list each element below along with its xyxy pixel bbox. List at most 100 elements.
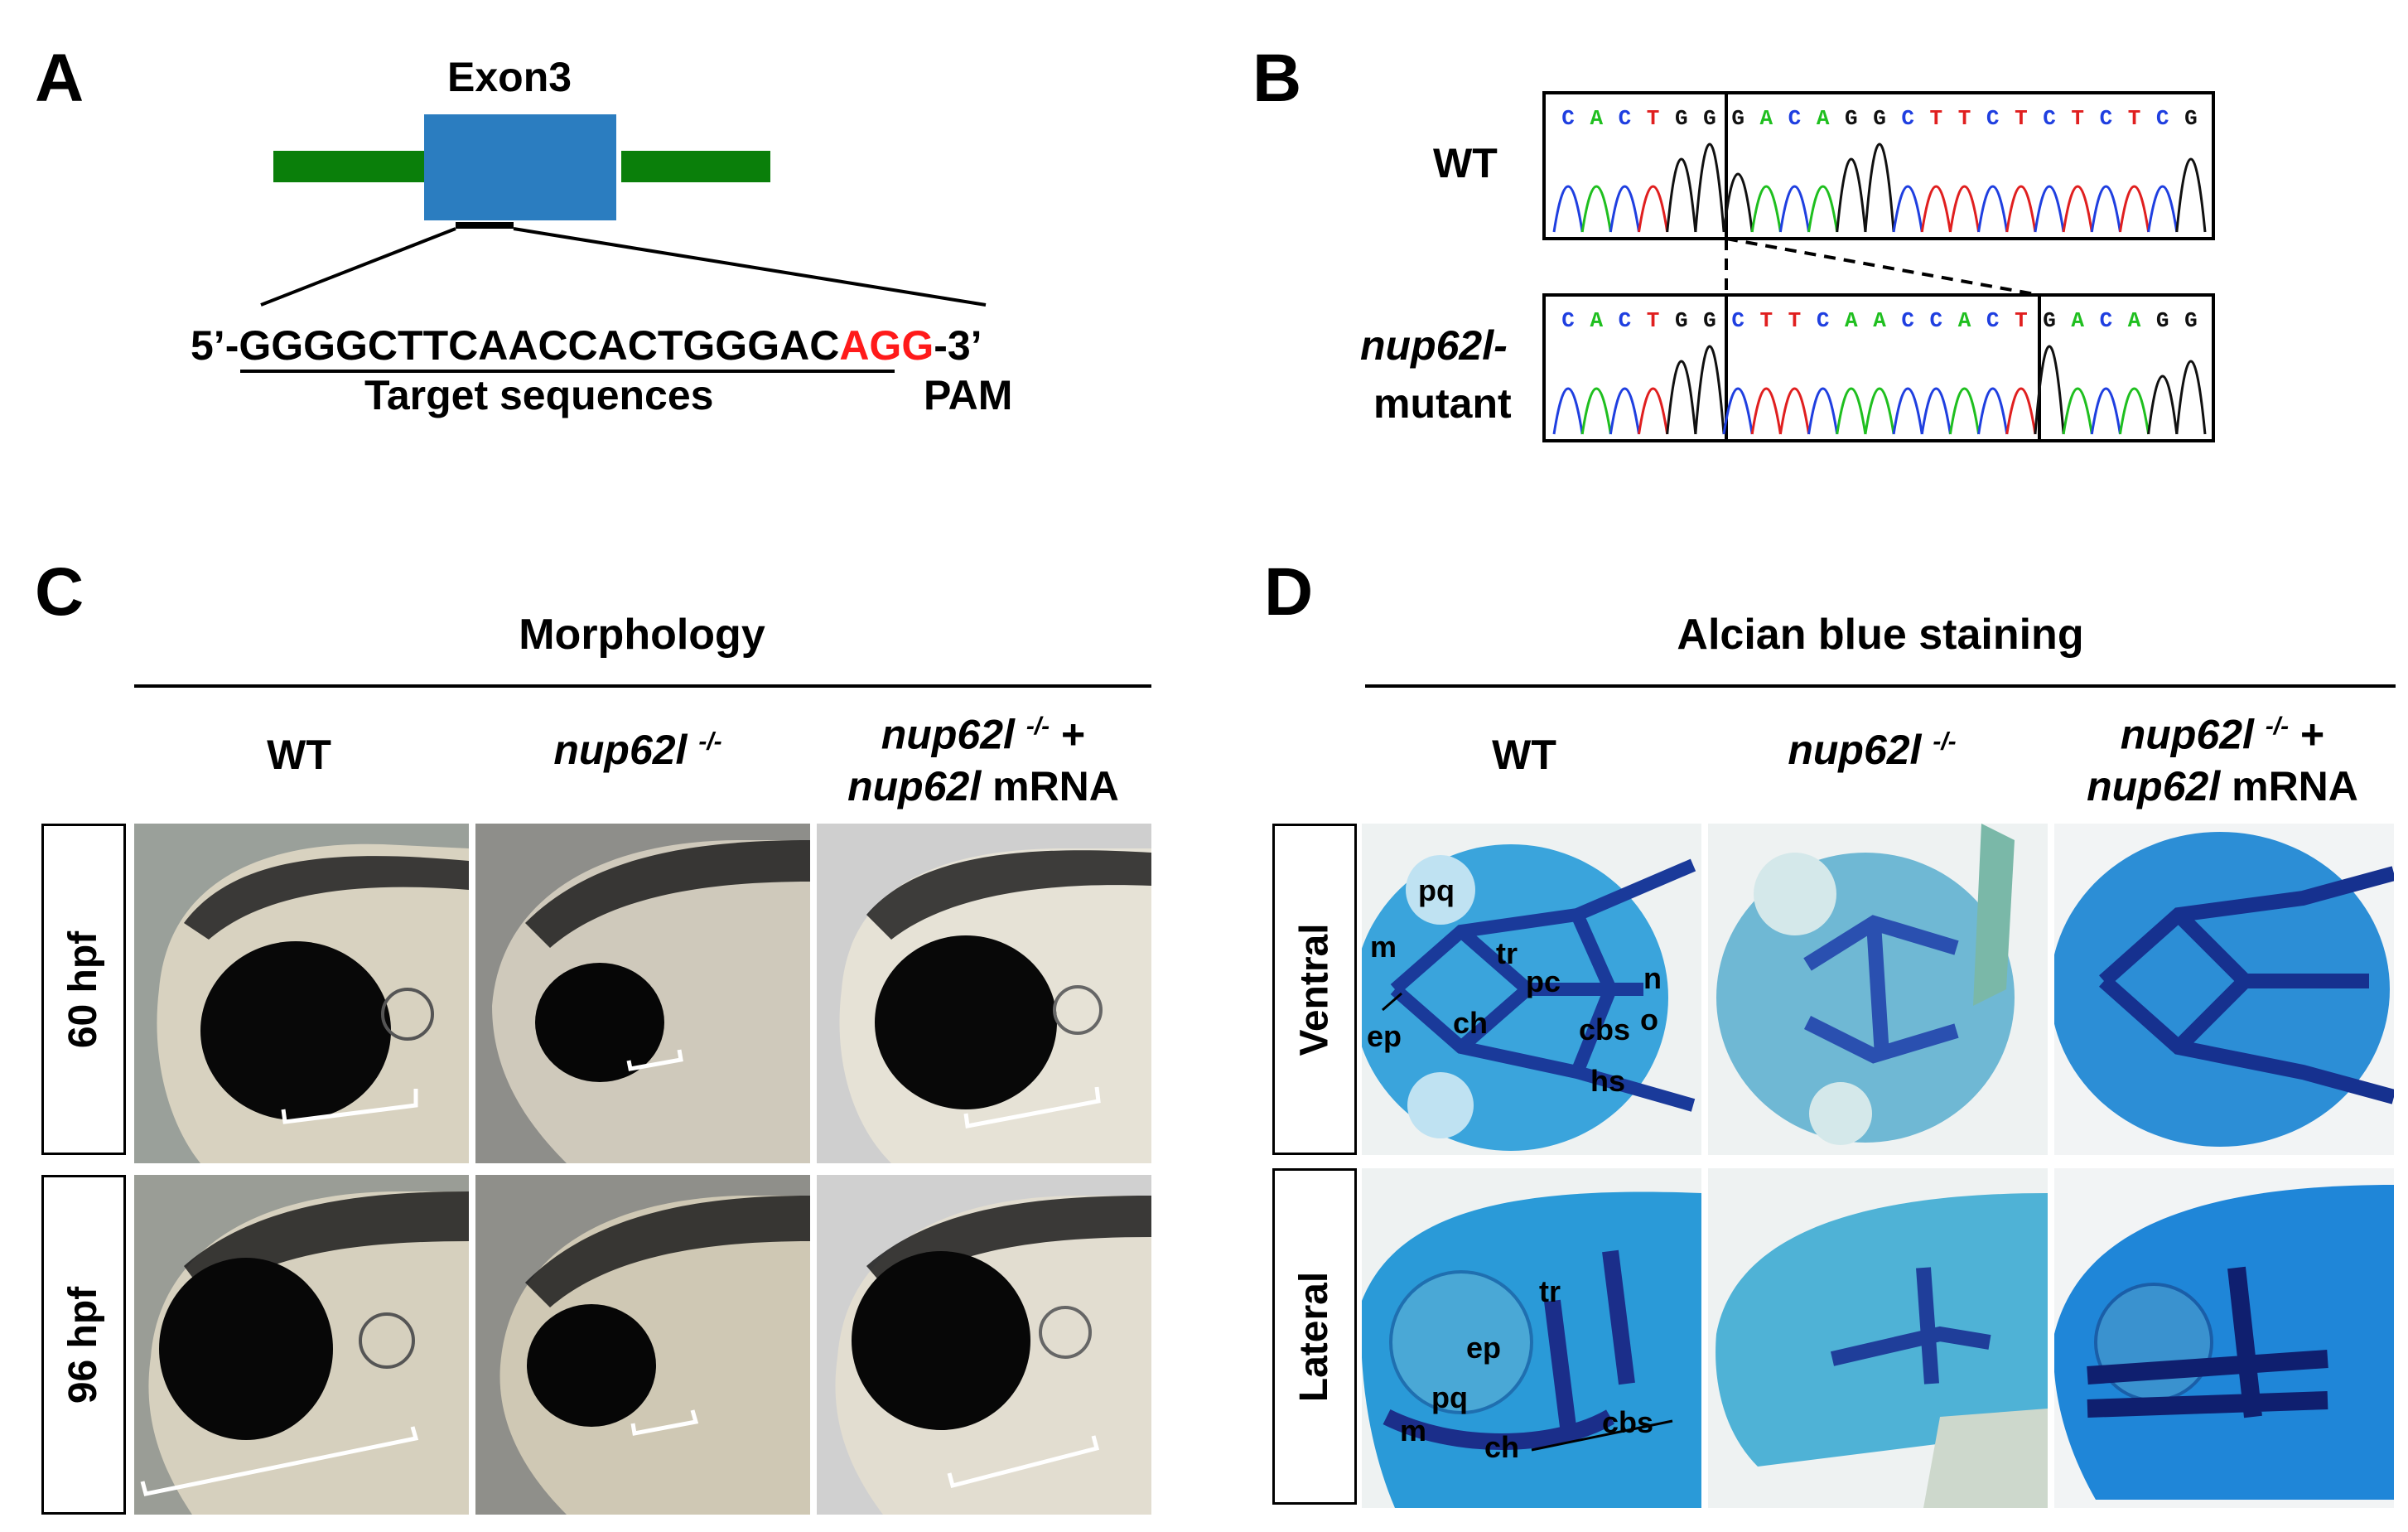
larva-rescue-96hpf <box>817 1175 1151 1515</box>
intron-left <box>273 151 439 182</box>
larva-wt-60hpf <box>134 824 469 1163</box>
wt-peak-3 <box>1638 185 1669 233</box>
morphology-header: Morphology <box>519 611 765 659</box>
mut-base-8: T <box>1788 308 1802 333</box>
mut-base-0: C <box>1561 308 1575 333</box>
mut-peak-21 <box>2147 375 2179 435</box>
wt-base-14: T <box>1958 106 1971 131</box>
wt-base-2: C <box>1619 106 1632 131</box>
mut-peak-5 <box>1694 345 1725 435</box>
mut-base-18: A <box>2071 308 2084 333</box>
alcian-mutant-ventral <box>1708 824 2048 1155</box>
mut-peak-18 <box>2062 387 2093 435</box>
mut-peak-19 <box>2090 387 2121 435</box>
mutant-label-line1: nup62l- <box>1360 322 1508 369</box>
wt-base-22: G <box>2184 106 2198 131</box>
mut-peak-2 <box>1609 387 1641 435</box>
lat-label-pq: pq <box>1431 1380 1468 1414</box>
wt-base-1: A <box>1590 106 1603 131</box>
wt-base-18: T <box>2071 106 2084 131</box>
label-ch: ch <box>1453 1006 1489 1040</box>
wt-base-11: G <box>1873 106 1886 131</box>
wt-peak-10 <box>1836 157 1867 233</box>
wt-peak-15 <box>1977 185 2009 233</box>
wt-base-19: C <box>2100 106 2113 131</box>
d-col-rescue: nup62l -/- +nup62l mRNA <box>2087 711 2358 809</box>
gene-diagram <box>260 114 987 307</box>
exon-label: Exon3 <box>447 54 572 100</box>
lat-label-tr: tr <box>1539 1274 1561 1308</box>
mut-peak-7 <box>1750 387 1782 435</box>
alcian-header-rule <box>1365 684 2396 688</box>
c-col-wt: WT <box>267 732 331 778</box>
mut-peak-17 <box>2034 345 2065 435</box>
mut-peak-13 <box>1920 387 1952 435</box>
wt-base-4: G <box>1675 106 1688 131</box>
mut-peak-15 <box>1977 387 2009 435</box>
row-label-60hpf: 60 hpf <box>41 824 126 1155</box>
label-m: m <box>1370 930 1397 964</box>
wt-base-8: C <box>1788 106 1802 131</box>
lat-label-m: m <box>1400 1414 1427 1447</box>
d-col-wt: WT <box>1492 732 1556 778</box>
wt-base-13: T <box>1930 106 1943 131</box>
larva-mutant-60hpf <box>475 824 810 1163</box>
label-ep: ep <box>1367 1019 1402 1053</box>
deletion-dashed-lines <box>1725 239 2040 297</box>
mut-peak-0 <box>1552 387 1584 435</box>
wt-peak-7 <box>1750 185 1782 233</box>
target-label: Target sequences <box>364 372 714 418</box>
mut-base-1: A <box>1590 308 1603 333</box>
mut-base-14: A <box>1958 308 1971 333</box>
mut-base-12: C <box>1901 308 1914 333</box>
mut-peak-22 <box>2175 360 2207 435</box>
seq-prefix: 5’- <box>191 322 239 369</box>
mut-peak-6 <box>1722 387 1754 435</box>
wt-peak-4 <box>1666 157 1697 233</box>
label-pc: pc <box>1526 964 1561 998</box>
wt-base-12: C <box>1901 106 1914 131</box>
mut-base-15: C <box>1986 308 2000 333</box>
mut-base-5: G <box>1703 308 1716 333</box>
c-col-rescue: nup62l -/- +nup62l mRNA <box>847 711 1119 809</box>
exon-box <box>424 114 616 220</box>
row-label-96hpf: 96 hpf <box>41 1175 126 1515</box>
seq-suffix: -3’ <box>934 322 982 369</box>
mut-base-21: G <box>2156 308 2169 333</box>
alcian-header: Alcian blue staining <box>1677 611 2084 659</box>
wt-peak-9 <box>1807 185 1839 233</box>
larva-mutant-96hpf <box>475 1175 810 1515</box>
wt-base-17: C <box>2043 106 2056 131</box>
mut-peak-16 <box>2005 387 2037 435</box>
seq-pam: AGG <box>839 322 934 369</box>
wt-base-5: G <box>1703 106 1716 131</box>
wt-base-10: G <box>1845 106 1858 131</box>
alcian-wt-ventral: pq m tr pc n ep ch cbs o hs <box>1362 824 1701 1155</box>
wt-peak-22 <box>2175 157 2207 233</box>
wt-label: WT <box>1433 140 1498 186</box>
mut-base-11: A <box>1873 308 1886 333</box>
wt-base-3: T <box>1647 106 1660 131</box>
wt-base-15: C <box>1986 106 2000 131</box>
wt-peak-17 <box>2034 185 2065 233</box>
mut-base-13: C <box>1930 308 1943 333</box>
mut-base-4: G <box>1675 308 1688 333</box>
label-o: o <box>1640 1003 1658 1037</box>
wt-peak-5 <box>1694 143 1725 233</box>
alcian-rescue-lateral <box>2054 1168 2394 1508</box>
wt-peak-1 <box>1580 185 1612 233</box>
wt-base-16: T <box>2015 106 2028 131</box>
alcian-wt-lateral: tr ep pq m ch cbs <box>1362 1168 1701 1508</box>
wt-peak-8 <box>1778 185 1811 233</box>
morphology-header-rule <box>134 684 1151 688</box>
panel-label-b: B <box>1252 41 1302 116</box>
c-col-mutant: nup62l -/- <box>553 727 722 773</box>
wt-base-21: C <box>2156 106 2169 131</box>
wt-peak-19 <box>2090 185 2121 233</box>
pam-label: PAM <box>924 372 1013 418</box>
wt-base-20: T <box>2128 106 2141 131</box>
mut-base-17: G <box>2043 308 2056 333</box>
wt-peak-21 <box>2147 185 2179 233</box>
mut-base-6: C <box>1731 308 1744 333</box>
